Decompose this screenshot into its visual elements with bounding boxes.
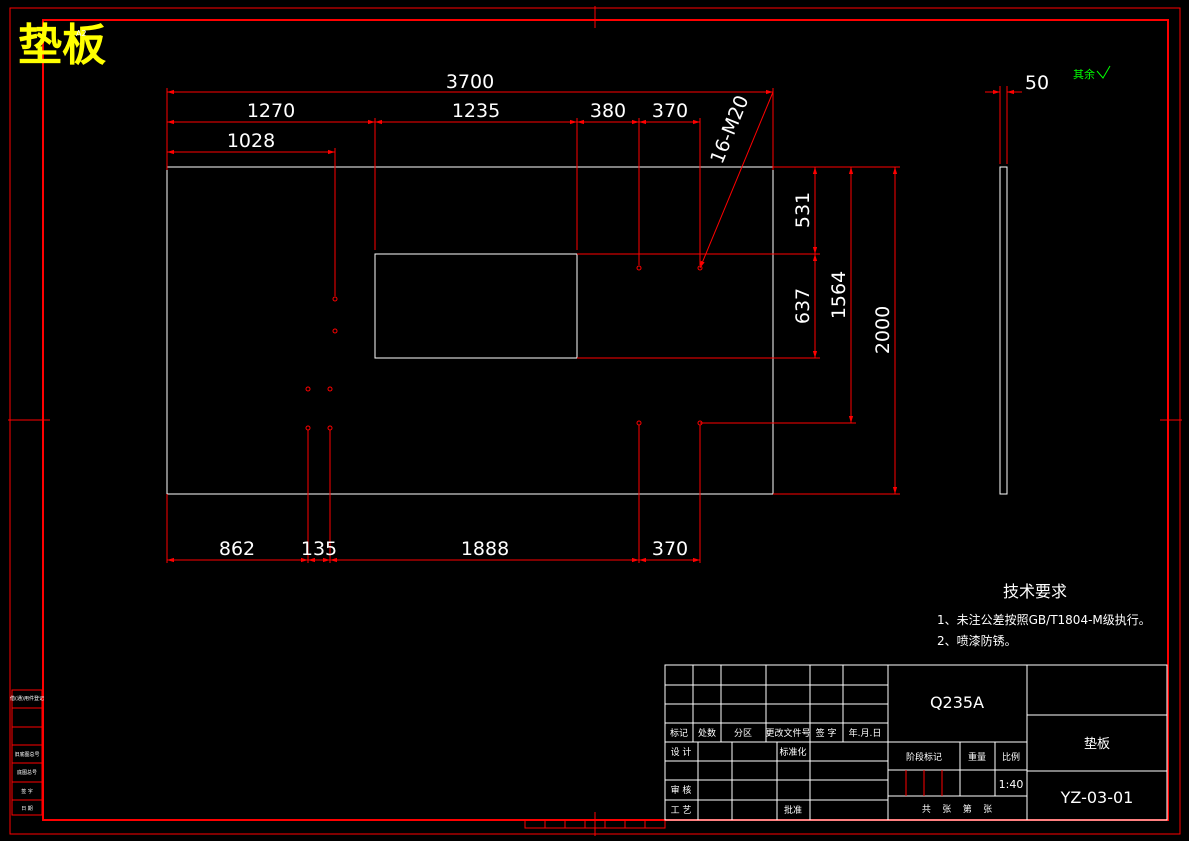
- tb-sheets: 共 张 第 张: [922, 803, 992, 815]
- tb-process: 工 艺: [671, 805, 692, 816]
- dim-135: 135: [301, 538, 337, 560]
- tech-req-heading: 技术要求: [1003, 582, 1067, 601]
- tb-review: 审 核: [671, 784, 692, 796]
- dimension-texts: 3700 1270 1235 380 370 1028 16-M20 50 53…: [219, 71, 1049, 560]
- finish-mark-label: 其余: [1073, 67, 1095, 81]
- tb-standardize: 标准化: [779, 746, 806, 758]
- tb-col-mark: 标记: [670, 727, 688, 739]
- hole: [636, 420, 642, 426]
- side-label: 旧底图总号: [14, 751, 39, 758]
- hole: [327, 386, 333, 392]
- surface-finish-mark: 其余: [1073, 65, 1111, 81]
- title-block: 标记 处数 分区 更改文件号 签 字 年.月.日 设 计 标准化 审 核 工 艺…: [664, 664, 1168, 821]
- dim-370-top: 370: [652, 100, 688, 122]
- extension-lines: [166, 86, 1008, 563]
- tb-approve: 批准: [784, 804, 802, 816]
- side-label: 签 字: [21, 788, 33, 795]
- hole: [305, 425, 311, 431]
- hole: [636, 265, 642, 271]
- side-label: 日 期: [21, 806, 33, 812]
- tb-col-date: 年.月.日: [849, 727, 882, 739]
- drawing-title: 垫板: [18, 20, 106, 71]
- tb-stage-mark: 阶段标记: [906, 751, 942, 763]
- tb-scale: 1:40: [999, 778, 1024, 791]
- tb-design: 设 计: [671, 746, 692, 758]
- dim-1564: 1564: [828, 271, 850, 319]
- tb-col-change-doc: 更改文件号: [765, 727, 810, 739]
- dim-862: 862: [219, 538, 255, 560]
- tb-part-name: 垫板: [1084, 736, 1110, 752]
- tb-weight: 重量: [968, 751, 986, 763]
- tech-req-item-2: 2、喷漆防锈。: [937, 633, 1017, 648]
- tb-ratio: 比例: [1002, 751, 1020, 763]
- dim-531: 531: [792, 192, 814, 228]
- tb-material: Q235A: [930, 693, 984, 712]
- hole: [332, 328, 338, 334]
- hole: [332, 296, 338, 302]
- dim-thickness: 50: [1025, 72, 1049, 94]
- tb-col-count: 处数: [698, 727, 716, 739]
- plate-front-view: [166, 166, 774, 495]
- tb-col-sign: 签 字: [816, 727, 837, 739]
- drawing-frame: [8, 6, 1182, 836]
- drawing-title-size: A2: [76, 29, 87, 38]
- side-label: 底图总号: [17, 769, 37, 776]
- bolt-holes: [305, 265, 703, 431]
- dim-370-bottom: 370: [652, 538, 688, 560]
- dim-1028: 1028: [227, 130, 275, 152]
- technical-requirements: 技术要求 1、未注公差按照GB/T1804-M级执行。 2、喷漆防锈。: [937, 582, 1151, 648]
- tb-drawing-number: YZ-03-01: [1060, 788, 1134, 807]
- dim-637: 637: [792, 288, 814, 324]
- dim-2000: 2000: [872, 306, 894, 354]
- dim-overall-length: 3700: [446, 71, 494, 93]
- hole: [305, 386, 311, 392]
- hole: [327, 425, 333, 431]
- side-label: 借(通)用件登记: [10, 695, 44, 702]
- tech-req-item-1: 1、未注公差按照GB/T1804-M级执行。: [937, 612, 1151, 627]
- tb-col-zone: 分区: [734, 728, 752, 739]
- dim-1888: 1888: [461, 538, 509, 560]
- dim-1270: 1270: [247, 100, 295, 122]
- dim-1235: 1235: [452, 100, 500, 122]
- plate-side-view: [999, 166, 1008, 495]
- side-registration-block: 借(通)用件登记 旧底图总号 底图总号 签 字 日 期: [10, 689, 44, 816]
- dimension-lines: [167, 89, 1022, 563]
- dim-380: 380: [590, 100, 626, 122]
- cutout-rectangle: [374, 253, 578, 359]
